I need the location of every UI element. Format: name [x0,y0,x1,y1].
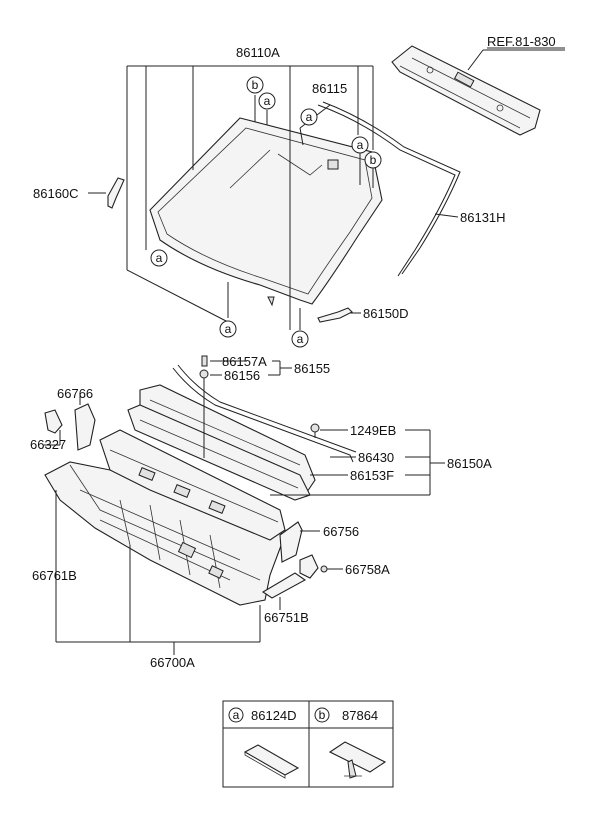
callout-a-1: a [258,92,276,110]
callout-b-2: b [364,151,382,169]
label-86430[interactable]: 86430 [358,450,394,465]
label-86156[interactable]: 86156 [224,368,260,383]
label-66700a[interactable]: 66700A [150,655,195,670]
svg-text:a: a [233,708,240,722]
label-66758a[interactable]: 66758A [345,562,390,577]
label-86160c[interactable]: 86160C [33,186,79,201]
windshield-glass[interactable] [149,117,383,307]
label-ref[interactable]: REF.81-830 [487,34,556,49]
svg-text:b: b [370,153,377,167]
svg-text:a: a [156,251,163,265]
nozzle-86157a[interactable] [201,355,208,367]
svg-text:b: b [252,78,259,92]
windshield-molding[interactable] [317,101,461,277]
legend-table [222,700,394,788]
label-66756[interactable]: 66756 [323,524,359,539]
legend-b-badge: b [314,707,330,723]
legend-a-code[interactable]: 86124D [251,708,297,723]
bracket-66756[interactable] [279,521,303,563]
dash-panel-66700a[interactable] [44,461,286,606]
callout-b-1: b [246,76,264,94]
svg-text:b: b [319,708,326,722]
svg-text:a: a [306,110,313,124]
bracket-66327[interactable] [44,409,63,434]
part-86124d-illustration [243,744,300,779]
label-86115[interactable]: 86115 [312,81,347,96]
callout-a-6: a [291,330,309,348]
part-87864-illustration [328,741,387,779]
label-66766[interactable]: 66766 [57,386,93,401]
legend-a-badge: a [228,707,244,723]
label-86157a[interactable]: 86157A [222,354,267,369]
svg-text:a: a [297,332,304,346]
callout-a-3: a [351,136,369,154]
grommet-86156[interactable] [199,369,209,379]
label-86155[interactable]: 86155 [294,361,330,376]
callout-a-5: a [219,320,237,338]
svg-text:a: a [357,138,364,152]
svg-text:a: a [264,94,271,108]
bracket-66766[interactable] [74,403,96,451]
screw-1249eb[interactable] [310,423,320,438]
legend-b-code[interactable]: 87864 [342,708,378,723]
label-1249eb[interactable]: 1249EB [350,423,396,438]
label-86110a[interactable]: 86110A [236,45,280,60]
cowl-top-cover[interactable] [127,384,316,501]
callout-a-4: a [150,249,168,267]
label-66327[interactable]: 66327 [30,437,66,452]
label-86153f[interactable]: 86153F [350,468,394,483]
label-86150a[interactable]: 86150A [447,456,492,471]
label-86150d[interactable]: 86150D [363,306,409,321]
label-66761b[interactable]: 66761B [32,568,77,583]
clip-86150d[interactable] [317,307,353,323]
label-66751b[interactable]: 66751B [264,610,309,625]
bracket-66758a[interactable] [299,554,328,579]
cowl-panel-upper[interactable] [99,429,286,541]
label-86131h[interactable]: 86131H [460,210,506,225]
cowl-seal-strip[interactable] [172,364,357,463]
bracket-86160c[interactable] [107,177,125,209]
callout-a-2: a [300,108,318,126]
windshield-leader-lines [126,65,374,330]
bracket-66751b[interactable] [261,572,307,599]
svg-text:a: a [225,322,232,336]
roof-rail-ref[interactable] [391,45,541,136]
